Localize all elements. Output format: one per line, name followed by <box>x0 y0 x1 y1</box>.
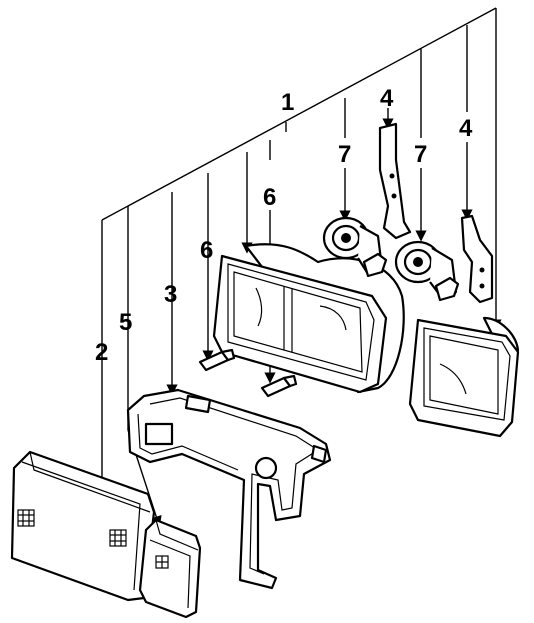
part-1-dual-housing <box>212 243 405 394</box>
callout-7-right: 7 <box>414 141 427 168</box>
callout-labels: 1 2 3 4 4 5 6 6 7 7 <box>95 85 473 366</box>
part-4-bracket-left <box>378 122 412 240</box>
callout-2: 2 <box>95 339 108 366</box>
callout-3: 3 <box>164 281 177 308</box>
callout-6-left: 6 <box>200 237 213 264</box>
callout-6-right: 6 <box>263 184 276 211</box>
callout-5: 5 <box>119 309 132 336</box>
part-6-bulb-left <box>198 348 236 372</box>
callout-1: 1 <box>281 89 294 116</box>
part-7-actuator-left <box>322 216 388 278</box>
part-5-marker-lens <box>138 518 202 619</box>
callout-7-left: 7 <box>338 141 351 168</box>
callout-4-right: 4 <box>459 115 473 142</box>
part-7-actuator-right <box>394 240 460 302</box>
part-3-bracket <box>126 388 332 590</box>
part-1-single-housing <box>408 316 520 438</box>
part-4-bracket-right <box>460 214 494 304</box>
leader-lines <box>96 7 502 528</box>
part-6-bulb-right <box>260 374 298 398</box>
callout-4-left: 4 <box>380 85 394 112</box>
lens-grid-mark <box>17 509 127 547</box>
part-2-lens <box>10 450 156 602</box>
